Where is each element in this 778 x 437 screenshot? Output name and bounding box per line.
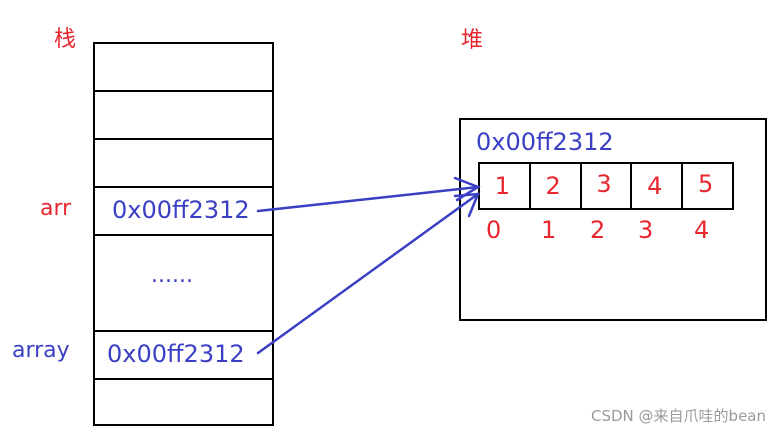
array-cell: 3 xyxy=(582,164,633,208)
heap-title: 堆 xyxy=(461,28,484,53)
array-label: array xyxy=(12,338,70,363)
array-index: 2 xyxy=(590,216,606,244)
array-index: 4 xyxy=(694,216,710,244)
arr-value: 0x00ff2312 xyxy=(112,196,250,224)
stack-divider xyxy=(95,138,272,140)
stack-ellipsis: ...... xyxy=(151,263,193,288)
array-cell: 2 xyxy=(531,164,582,208)
array-cell: 4 xyxy=(632,164,684,208)
stack-title: 栈 xyxy=(54,27,77,52)
array-index: 1 xyxy=(541,216,557,244)
watermark: CSDN @来自爪哇的bean xyxy=(591,407,766,425)
array-index: 0 xyxy=(486,216,502,244)
stack-divider xyxy=(95,234,272,236)
heap-address: 0x00ff2312 xyxy=(476,128,614,156)
stack-frame xyxy=(93,42,274,426)
stack-divider xyxy=(95,330,272,332)
stack-divider xyxy=(95,378,272,380)
array-cells: 1 2 3 4 5 xyxy=(478,162,734,210)
stack-divider xyxy=(95,90,272,92)
array-cell: 5 xyxy=(697,170,714,198)
arr-reference-arrow xyxy=(256,176,481,213)
array-cell: 1 xyxy=(480,164,531,208)
array-index: 3 xyxy=(638,216,654,244)
stack-divider xyxy=(95,186,272,188)
array-value: 0x00ff2312 xyxy=(107,340,245,368)
arr-label: arr xyxy=(40,196,72,221)
array-reference-arrow xyxy=(256,192,480,355)
